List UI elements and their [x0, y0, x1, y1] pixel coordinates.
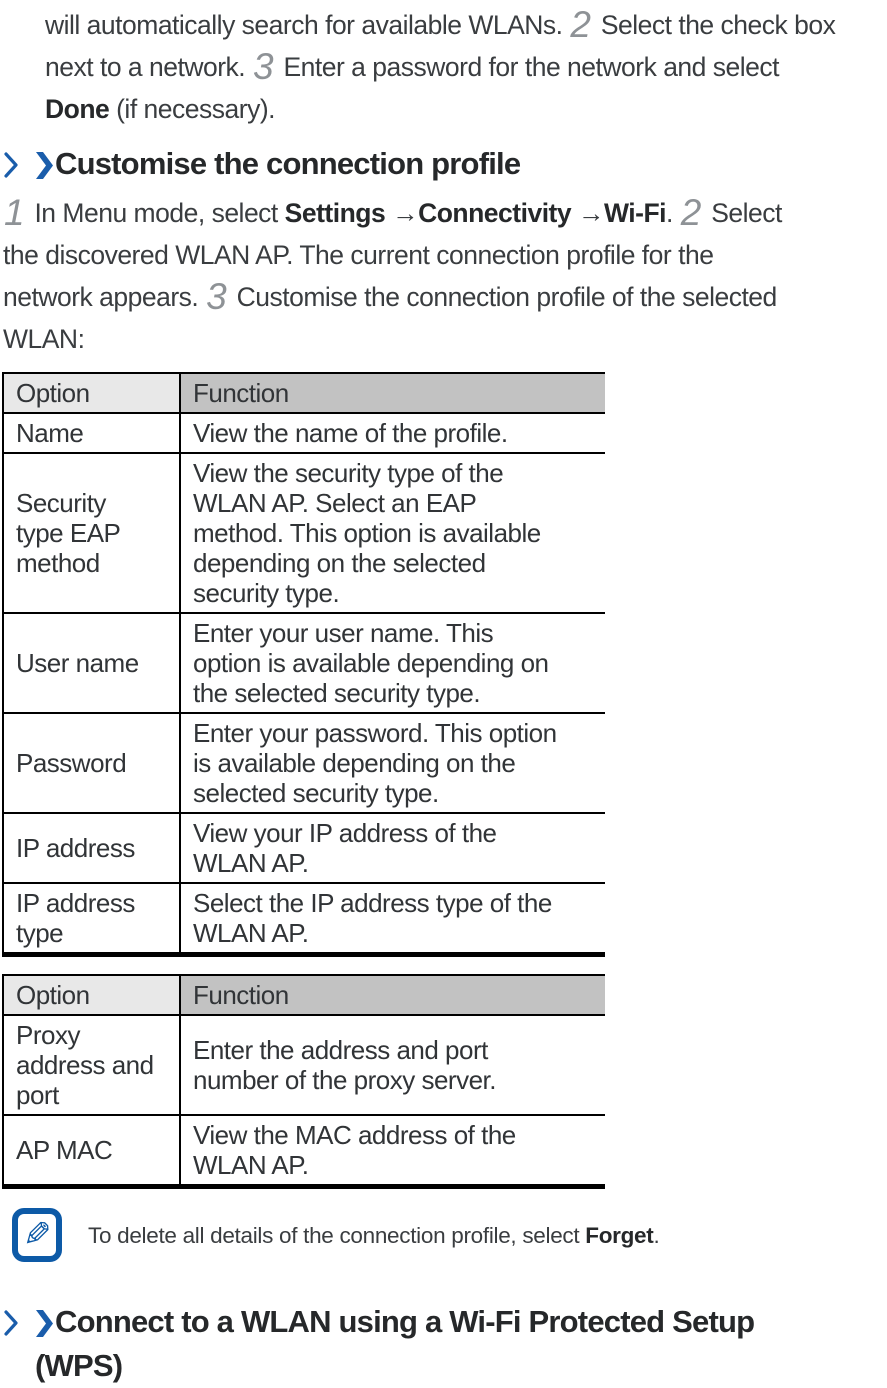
column-header-option: Option — [3, 975, 181, 1016]
text-segment: In Menu mode, select — [27, 198, 285, 228]
table-row-user-name: User name Enter your user name. This opt… — [3, 613, 605, 714]
text-segment: next to a network. — [45, 52, 253, 82]
option-cell: IP address type — [3, 883, 181, 957]
text-line: WLAN: — [3, 318, 848, 360]
table-row-proxy: Proxy address and port Enter the address… — [3, 1015, 605, 1116]
function-cell: View the name of the profile. — [180, 413, 605, 454]
heading-row: Customise the connection profile — [3, 146, 521, 182]
text-segment: 1 — [4, 192, 25, 233]
option-cell: User name — [3, 613, 181, 714]
chevron-solid-icon — [36, 151, 53, 179]
text-line: Done (if necessary). — [45, 88, 865, 130]
text-segment: 2 — [570, 4, 591, 45]
column-header-option: Option — [3, 373, 181, 414]
text-segment: Connectivity — [418, 198, 572, 228]
pencil-note-icon: ✎ — [12, 1208, 62, 1262]
steps-paragraph: 1 In Menu mode, select Settings →Connect… — [3, 192, 848, 360]
table-header-row: Option Function — [3, 373, 605, 414]
option-cell: AP MAC — [3, 1115, 181, 1189]
text-segment: Forget — [585, 1223, 654, 1248]
text-segment: Select — [704, 198, 782, 228]
intro-paragraph: will automatically search for available … — [45, 4, 865, 130]
function-cell: View the security type of the WLAN AP. S… — [180, 453, 605, 614]
note-block: ✎ To delete all details of the connectio… — [12, 1208, 872, 1262]
text-segment: WLAN: — [3, 324, 85, 354]
table-row-security-type: Security type EAP method View the securi… — [3, 453, 605, 614]
text-line: network appears. 3 Customise the connect… — [3, 276, 848, 318]
section-title: Customise the connection profile — [55, 146, 521, 181]
text-segment: Customise the connection profile of the … — [229, 282, 778, 312]
text-segment: Wi-Fi — [604, 198, 667, 228]
text-line: 1 In Menu mode, select Settings →Connect… — [3, 192, 848, 234]
note-text: To delete all details of the connection … — [88, 1222, 660, 1250]
column-header-function: Function — [180, 975, 605, 1016]
section-title-line1: Connect to a WLAN using a Wi-Fi Protecte… — [55, 1304, 755, 1339]
text-segment: network appears. — [3, 282, 206, 312]
table-row-ap-mac: AP MAC View the MAC address of the WLAN … — [3, 1115, 605, 1189]
chevron-solid-icon — [36, 1309, 53, 1337]
text-segment: → — [571, 198, 605, 228]
section-title-line2: (WPS) — [35, 1348, 123, 1383]
text-segment: (if necessary). — [109, 94, 276, 124]
table-header-row: Option Function — [3, 975, 605, 1016]
text-line: the discovered WLAN AP. The current conn… — [3, 234, 848, 276]
function-cell: Enter your password. This option is avai… — [180, 713, 605, 814]
text-segment: → — [385, 198, 419, 228]
column-header-function: Function — [180, 373, 605, 414]
function-cell: Enter your user name. This option is ava… — [180, 613, 605, 714]
text-segment: Enter a password for the network and sel… — [276, 52, 779, 82]
text-segment: . — [653, 1223, 660, 1248]
text-segment: Done — [45, 94, 110, 124]
connection-profile-table-2: Option Function Proxy address and port E… — [2, 974, 605, 1189]
table-row-password: Password Enter your password. This optio… — [3, 713, 605, 814]
option-cell: IP address — [3, 813, 181, 884]
chevron-outline-icon — [4, 152, 18, 178]
function-cell: Select the IP address type of the WLAN A… — [180, 883, 605, 957]
function-cell: View the MAC address of the WLAN AP. — [180, 1115, 605, 1189]
chevron-outline-icon — [4, 1310, 18, 1336]
heading-row: Connect to a WLAN using a Wi-Fi Protecte… — [3, 1300, 755, 1344]
section-heading-connect-wps: Connect to a WLAN using a Wi-Fi Protecte… — [3, 1300, 755, 1388]
option-cell: Proxy address and port — [3, 1015, 181, 1116]
text-segment: 3 — [253, 46, 274, 87]
table-row-name: Name View the name of the profile. — [3, 413, 605, 454]
text-segment: 3 — [206, 276, 227, 317]
function-cell: Enter the address and port number of the… — [180, 1015, 605, 1116]
table-row-ip-address-type: IP address type Select the IP address ty… — [3, 883, 605, 957]
option-cell: Security type EAP method — [3, 453, 181, 614]
option-cell: Password — [3, 713, 181, 814]
connection-profile-table-1: Option Function Name View the name of th… — [2, 372, 605, 957]
text-segment: To delete all details of the connection … — [88, 1223, 586, 1248]
text-line: next to a network. 3 Enter a password fo… — [45, 46, 865, 88]
text-segment: will automatically search for available … — [45, 10, 570, 40]
text-segment: the discovered WLAN AP. The current conn… — [3, 240, 714, 270]
text-segment: . — [666, 198, 680, 228]
text-segment: Settings — [284, 198, 386, 228]
section-heading-customise-profile: Customise the connection profile — [3, 146, 521, 182]
text-segment: 2 — [680, 192, 702, 233]
text-line: will automatically search for available … — [45, 4, 865, 46]
option-cell: Name — [3, 413, 181, 454]
function-cell: View your IP address of the WLAN AP. — [180, 813, 605, 884]
text-segment: Select the check box — [593, 10, 836, 40]
table-row-ip-address: IP address View your IP address of the W… — [3, 813, 605, 884]
pencil-glyph: ✎ — [22, 1215, 52, 1255]
